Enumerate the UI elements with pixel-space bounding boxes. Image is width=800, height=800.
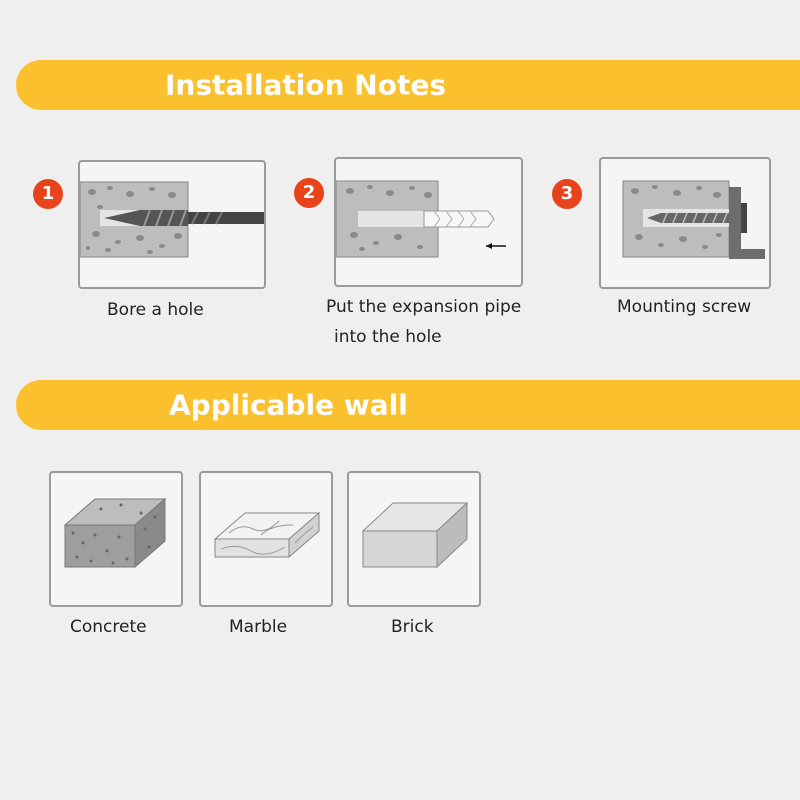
drill-into-wall-icon: [80, 181, 264, 258]
step-2-badge: 2: [294, 178, 324, 208]
concrete-block-icon: [63, 497, 167, 569]
installation-notes-banner: Installation Notes: [16, 60, 800, 110]
brick-block-icon: [361, 501, 469, 569]
step-1-illustration: [78, 160, 266, 289]
step-1-badge: 1: [33, 179, 63, 209]
marble-tile: [199, 471, 333, 607]
concrete-tile: [49, 471, 183, 607]
marble-block-icon: [213, 511, 321, 559]
insert-anchor-icon: [336, 180, 506, 258]
screw-bracket-icon: [622, 180, 765, 259]
applicable-wall-banner: Applicable wall: [16, 380, 800, 430]
step-2-caption-line-2: into the hole: [334, 327, 442, 347]
step-3-badge: 3: [552, 179, 582, 209]
step-3-caption: Mounting screw: [617, 297, 752, 317]
applicable-wall-title: Applicable wall: [169, 388, 408, 422]
step-3-illustration: [599, 157, 771, 289]
marble-label: Marble: [229, 617, 288, 637]
concrete-label: Concrete: [70, 617, 147, 637]
brick-tile: [347, 471, 481, 607]
step-2-illustration: [334, 157, 523, 287]
installation-notes-title: Installation Notes: [165, 68, 446, 102]
step-2-caption-line-1: Put the expansion pipe: [326, 297, 522, 317]
step-1-caption: Bore a hole: [107, 300, 204, 320]
brick-label: Brick: [391, 617, 434, 637]
